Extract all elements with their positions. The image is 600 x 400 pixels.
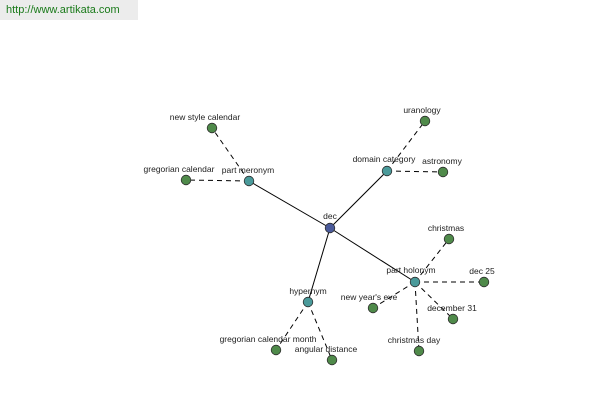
node-label-dec: dec	[323, 211, 337, 221]
leaf-node-christmas-day	[413, 345, 425, 357]
leaf-node-angular-distance	[326, 354, 338, 366]
node-label-hypernym: hypernym	[289, 286, 326, 296]
leaf-node-gregorian-calendar	[180, 174, 192, 186]
node-label-astronomy: astronomy	[422, 156, 462, 166]
relation-node-hypernym	[302, 296, 314, 308]
leaf-node-december-31	[447, 313, 459, 325]
leaf-node-astronomy	[437, 166, 449, 178]
source-link[interactable]: http://www.artikata.com	[6, 4, 120, 16]
leaf-node-new-years-eve	[367, 302, 379, 314]
edge-domain-category-uranology	[386, 120, 426, 172]
edge-hypernym-angular-distance	[307, 301, 333, 361]
leaf-node-dec-25	[478, 276, 490, 288]
edge-dec-domain-category	[329, 170, 388, 229]
node-label-angular-distance: angular distance	[295, 344, 358, 354]
edge-dec-part-meronym	[248, 180, 331, 229]
center-node-dec	[324, 222, 336, 234]
leaf-node-uranology	[419, 115, 431, 127]
edge-dec-part-holonym	[329, 227, 416, 283]
node-label-new-years-eve: new year's eve	[341, 292, 398, 302]
edge-hypernym-gregorian-calendar-month	[275, 301, 309, 351]
relation-node-domain-category	[381, 165, 393, 177]
leaf-node-new-style-calendar	[206, 122, 218, 134]
graph-nodes	[180, 115, 490, 366]
edge-dec-hypernym	[307, 227, 331, 303]
relation-node-part-holonym	[409, 276, 421, 288]
node-label-christmas-day: christmas day	[388, 335, 441, 345]
leaf-node-gregorian-calendar-month	[270, 344, 282, 356]
node-label-part-meronym: part meronym	[222, 165, 274, 175]
node-label-christmas: christmas	[428, 223, 464, 233]
graph-labels: dec part meronym domain category part holon…	[144, 105, 495, 354]
node-label-dec-25: dec 25	[469, 266, 495, 276]
node-label-december-31: december 31	[427, 303, 477, 313]
edge-part-holonym-christmas-day	[414, 281, 420, 352]
node-label-uranology: uranology	[403, 105, 441, 115]
leaf-node-christmas	[443, 233, 455, 245]
graph-edges	[185, 120, 484, 361]
source-banner: http://www.artikata.com	[0, 0, 138, 20]
edge-part-holonym-christmas	[414, 238, 450, 283]
node-label-domain-category: domain category	[353, 154, 417, 164]
edge-part-holonym-december-31	[414, 281, 454, 320]
node-label-new-style-calendar: new style calendar	[170, 112, 241, 122]
node-label-part-holonym: part holonym	[386, 265, 435, 275]
edge-part-meronym-new-style-calendar	[211, 127, 250, 182]
relation-node-part-meronym	[243, 175, 255, 187]
edge-domain-category-astronomy	[386, 170, 444, 173]
edge-part-meronym-gregorian-calendar	[185, 179, 250, 182]
node-label-gregorian-calendar: gregorian calendar	[144, 164, 215, 174]
node-label-gregorian-calendar-month: gregorian calendar month	[220, 334, 317, 344]
